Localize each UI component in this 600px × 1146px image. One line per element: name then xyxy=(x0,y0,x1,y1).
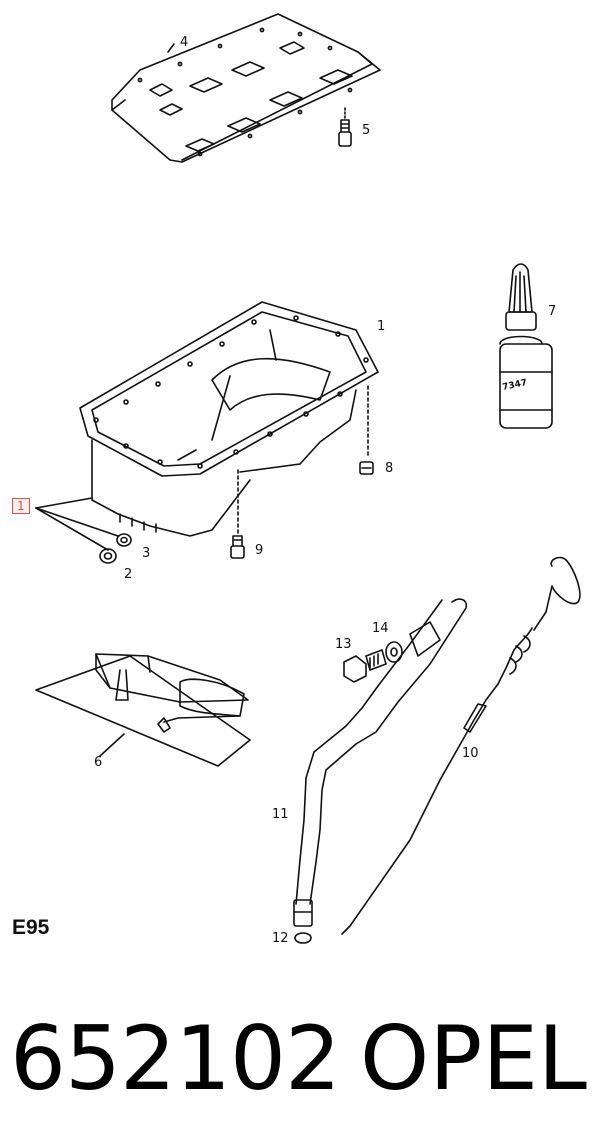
dipstick-assembly-drawing xyxy=(293,556,581,944)
bolt-8-drawing xyxy=(359,461,374,475)
callout-4: 4 xyxy=(180,35,189,50)
callout-1: 1 xyxy=(377,319,386,334)
section-code: E95 xyxy=(12,916,50,939)
callout-2: 2 xyxy=(124,567,133,582)
bolt-5-drawing xyxy=(338,107,352,147)
baffle-plate-drawing xyxy=(111,13,381,163)
callout-3: 3 xyxy=(142,546,151,561)
callout-9: 9 xyxy=(255,543,264,558)
callout-12: 12 xyxy=(272,931,289,946)
sealing-kit-drawing xyxy=(35,653,251,767)
callout-14: 14 xyxy=(372,621,389,636)
callout-8: 8 xyxy=(385,461,394,476)
drain-plug-drawing xyxy=(99,533,132,564)
callout-13: 13 xyxy=(335,637,352,652)
callout-11: 11 xyxy=(272,807,289,822)
brand-name: OPEL xyxy=(360,1007,587,1110)
footer-caption: 652102 OPEL xyxy=(10,1004,590,1114)
bolt-9-drawing xyxy=(230,535,245,559)
callout-6: 6 xyxy=(94,755,103,770)
sealant-bottle-drawing xyxy=(499,263,553,429)
callout-5: 5 xyxy=(362,123,371,138)
part-number: 652102 xyxy=(10,1007,341,1110)
callout-10: 10 xyxy=(462,746,479,761)
bottle-label-text: 7347 xyxy=(502,378,529,393)
oil-pan-drawing xyxy=(35,301,379,551)
callout-1-highlight[interactable]: 1 xyxy=(12,498,30,514)
callout-7: 7 xyxy=(548,304,557,319)
